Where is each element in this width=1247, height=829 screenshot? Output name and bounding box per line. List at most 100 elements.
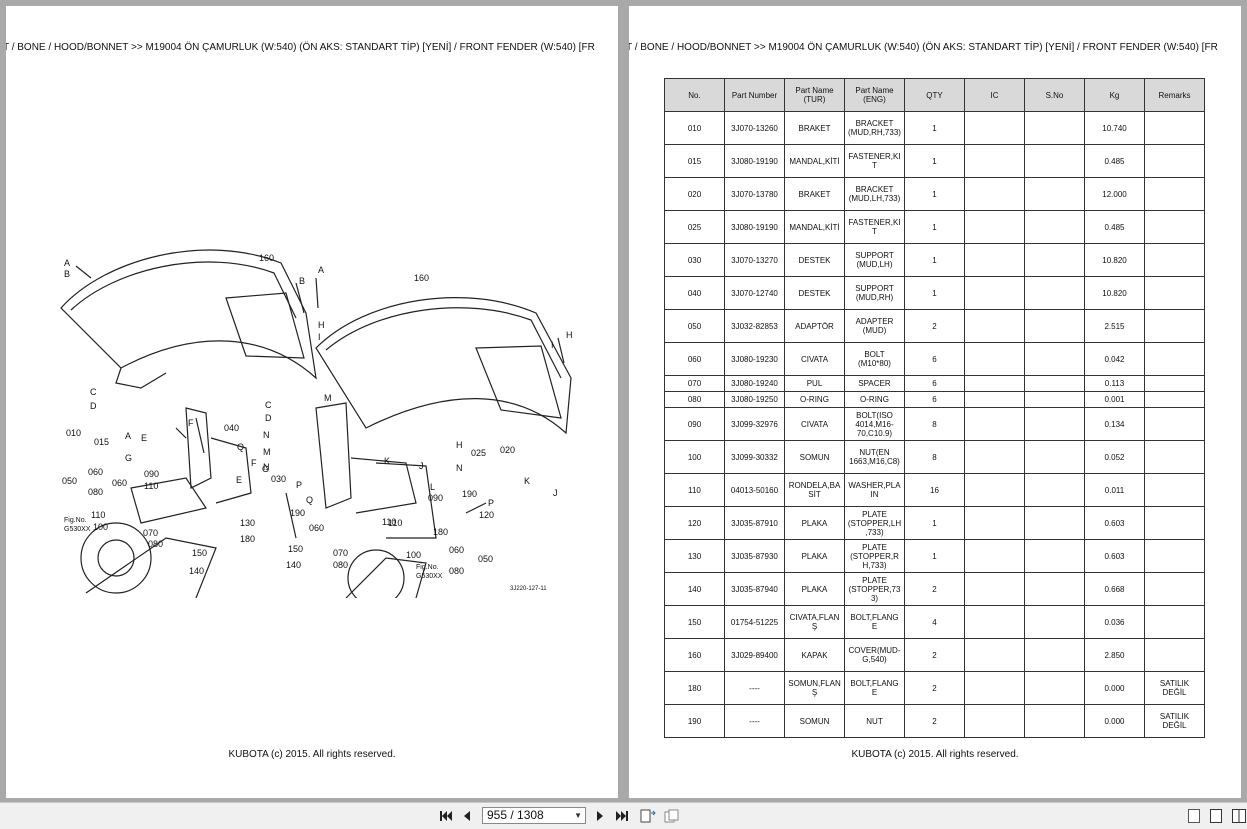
diagram-label: 025 <box>471 448 486 458</box>
table-cell: PLAKA <box>784 506 845 540</box>
table-cell <box>1144 276 1205 310</box>
diagram-label: L <box>430 482 435 492</box>
diagram-label: Fig.No. <box>416 564 439 571</box>
diagram-label: 150 <box>288 544 303 554</box>
table-cell: 10.820 <box>1084 243 1145 277</box>
diagram-label: 070 <box>333 548 348 558</box>
table-cell <box>1144 572 1205 606</box>
table-cell <box>964 276 1025 310</box>
table-cell <box>1024 572 1085 606</box>
chevron-down-icon[interactable]: ▼ <box>574 811 582 820</box>
table-cell <box>1144 506 1205 540</box>
table-cell: 4 <box>904 605 965 639</box>
diagram-label: 140 <box>189 566 204 576</box>
table-cell: 1 <box>904 210 965 244</box>
table-cell: 2 <box>904 671 965 705</box>
table-cell: 030 <box>664 243 725 277</box>
table-cell <box>1144 177 1205 211</box>
diagram-label: 190 <box>462 489 477 499</box>
table-cell: CIVATA <box>784 342 845 376</box>
diagram-label: P <box>296 480 302 490</box>
prev-page-icon[interactable] <box>459 808 475 824</box>
table-cell: 16 <box>904 473 965 507</box>
table-cell: 130 <box>664 539 725 573</box>
table-cell <box>964 144 1025 178</box>
diagram-label: 090 <box>144 469 159 479</box>
table-cell <box>964 342 1025 376</box>
table-cell: 0.036 <box>1084 605 1145 639</box>
page-number-input[interactable]: 955 / 1308 ▼ <box>482 807 586 824</box>
table-cell: PLATE (STOPPER,R H,733) <box>844 539 905 573</box>
diagram-label: 110 <box>382 517 396 527</box>
table-cell: 10.820 <box>1084 276 1145 310</box>
diagram-label: C <box>265 400 272 410</box>
table-cell: 6 <box>904 375 965 392</box>
diagram-label: 080 <box>148 539 163 549</box>
diagram-label: M <box>263 447 271 457</box>
table-cell: BRAKET <box>784 177 845 211</box>
diagram-label: 020 <box>500 445 515 455</box>
table-cell: 025 <box>664 210 725 244</box>
table-cell: ---- <box>724 671 785 705</box>
table-cell: BOLT,FLANG E <box>844 605 905 639</box>
table-cell <box>1024 342 1085 376</box>
table-cell <box>1024 391 1085 408</box>
table-cell: KAPAK <box>784 638 845 672</box>
table-cell: BOLT,FLANG E <box>844 671 905 705</box>
table-cell: DESTEK <box>784 276 845 310</box>
next-page-icon[interactable] <box>592 808 608 824</box>
table-cell: 3J032-82853 <box>724 309 785 343</box>
diagram-label: 180 <box>433 527 448 537</box>
table-cell: ---- <box>724 704 785 738</box>
diagram-label: I <box>318 332 321 342</box>
last-page-icon[interactable] <box>614 808 630 824</box>
diagram-label: 160 <box>259 253 274 263</box>
diagram-label: B <box>64 269 70 279</box>
page-right: T / BONE / HOOD/BONNET >> M19004 ÖN ÇAMU… <box>629 6 1241 798</box>
continuous-view-icon[interactable] <box>1210 809 1222 823</box>
first-page-icon[interactable] <box>438 808 454 824</box>
table-cell <box>1024 210 1085 244</box>
table-cell: 015 <box>664 144 725 178</box>
table-cell: 3J070-13780 <box>724 177 785 211</box>
diagram-label: 190 <box>290 508 305 518</box>
table-cell <box>1024 407 1085 441</box>
single-page-view-icon[interactable] <box>1188 809 1200 823</box>
column-header: Part Name (TUR) <box>784 78 845 112</box>
table-cell: 6 <box>904 391 965 408</box>
diagram-label: F <box>251 458 257 468</box>
table-cell: BOLT(ISO 4014,M16-70,C10.9) <box>844 407 905 441</box>
fit-page-icon[interactable] <box>640 808 656 824</box>
table-cell: RONDELA,BA SİT <box>784 473 845 507</box>
diagram-label: N <box>263 430 270 440</box>
table-cell <box>1024 243 1085 277</box>
diagram-label: 060 <box>309 523 324 533</box>
fit-width-icon[interactable] <box>664 808 680 824</box>
table-cell: 110 <box>664 473 725 507</box>
table-cell: 0.603 <box>1084 539 1145 573</box>
table-cell <box>1144 243 1205 277</box>
diagram-label: 060 <box>449 545 464 555</box>
column-header: Part Number <box>724 78 785 112</box>
table-cell: 10.740 <box>1084 111 1145 145</box>
table-cell: 020 <box>664 177 725 211</box>
table-cell <box>1144 473 1205 507</box>
table-cell: 2 <box>904 704 965 738</box>
diagram-label: Fig.No. <box>64 517 87 524</box>
column-header: QTY <box>904 78 965 112</box>
table-cell: 0.668 <box>1084 572 1145 606</box>
two-page-view-icon[interactable] <box>1232 809 1246 823</box>
diagram-label: 060 <box>88 467 103 477</box>
table-cell: SOMUN <box>784 704 845 738</box>
